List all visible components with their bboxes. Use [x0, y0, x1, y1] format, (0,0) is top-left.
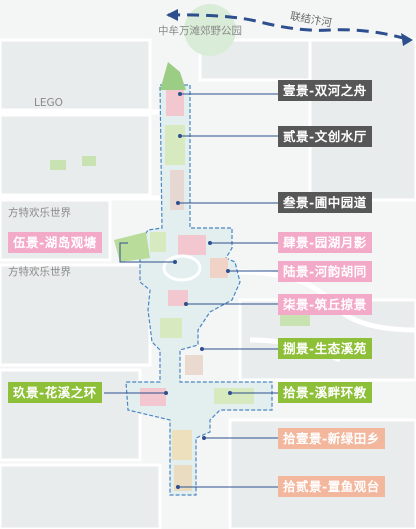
leader-lines	[104, 93, 278, 488]
scene-label-2: 贰景-文创水厅	[278, 126, 372, 147]
scene-label-12: 拾贰景-置鱼观台	[278, 476, 385, 497]
fantawild-label-bottom: 方特欢乐世界	[8, 266, 71, 278]
scene-label-5: 伍景-湖岛观塘	[8, 232, 102, 253]
river-arrow-right	[401, 33, 413, 46]
scene-label-8: 捌景-生态溪苑	[278, 338, 372, 359]
scene-label-11: 拾壹景-新绿田乡	[278, 428, 385, 449]
scene-label-6: 陆景-河韵胡同	[278, 261, 372, 282]
scene-label-10: 拾景-溪畔环教	[278, 382, 372, 403]
scene-label-7: 柒景-筑丘掠景	[278, 294, 372, 315]
background-blocks	[0, 38, 416, 529]
lego-label: LEGO	[34, 97, 63, 109]
leader-dots	[164, 92, 232, 489]
fantawild-label-top: 方特欢乐世界	[8, 207, 71, 219]
scene-label-9: 玖景-花溪之环	[8, 382, 102, 403]
scene-label-4: 肆景-园湖月影	[278, 232, 372, 253]
scene-label-1: 壹景-双河之舟	[278, 80, 372, 101]
park-label: 中牟万滩郊野公园	[158, 25, 242, 37]
river-arrow-left	[166, 9, 178, 21]
park-area	[184, 4, 236, 56]
scene-label-3: 叁景-圃中园道	[278, 192, 372, 213]
